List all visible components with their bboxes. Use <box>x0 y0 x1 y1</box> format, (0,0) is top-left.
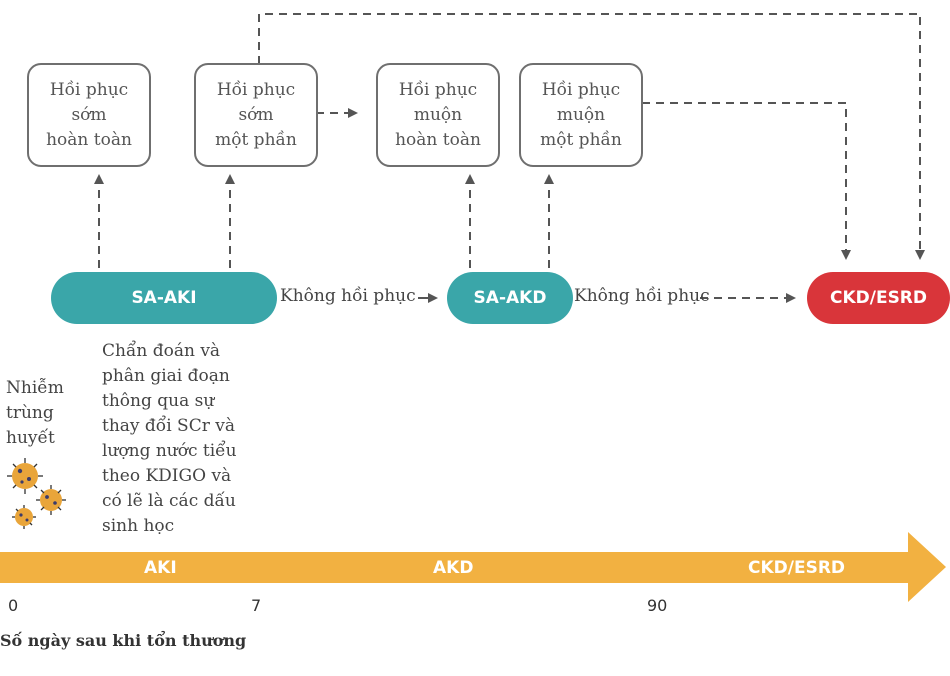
box-late-partial-recovery: Hồi phục muộn một phần <box>519 63 643 167</box>
arrow-late-partial-to-ckd <box>600 102 851 260</box>
box-line: một phần <box>215 129 297 150</box>
box-line: Hồi phục <box>541 79 621 100</box>
tick-label: 0 <box>8 596 19 615</box>
tick-label: 7 <box>251 596 262 615</box>
note-line: thay đổi SCr và <box>102 416 235 436</box>
box-line: Hồi phục <box>398 79 478 100</box>
box-line: sớm <box>238 104 274 125</box>
box-early-full-recovery: Hồi phục sớm hoàn toàn <box>27 63 151 167</box>
note-line: lượng nước tiểu <box>102 441 237 461</box>
note-line: Chẩn đoán và <box>102 341 221 361</box>
stage-label-akd: AKD <box>433 558 474 578</box>
sepsis-label: Nhiễm trùng huyết <box>6 376 64 451</box>
timeline-arrow <box>0 532 946 602</box>
note-line: theo KDIGO và <box>102 466 232 486</box>
node-sa-aki: SA-AKI <box>51 272 277 324</box>
sepsis-line: huyết <box>6 428 55 448</box>
box-late-full-recovery: Hồi phục muộn hoàn toàn <box>376 63 500 167</box>
note-line: thông qua sự <box>102 391 215 411</box>
note-line: phân giai đoạn <box>102 366 230 386</box>
arrow-early-partial-to-ckd <box>258 13 925 260</box>
box-line: hoàn toàn <box>46 129 132 150</box>
box-line: Hồi phục <box>216 79 296 100</box>
box-line: Hồi phục <box>49 79 129 100</box>
box-line: một phần <box>540 129 622 150</box>
box-line: sớm <box>71 104 107 125</box>
box-line: muộn <box>413 104 463 125</box>
box-early-partial-recovery: Hồi phục sớm một phần <box>194 63 318 167</box>
node-sa-akd: SA-AKD <box>447 272 573 324</box>
axis-title: Số ngày sau khi tổn thương <box>0 631 247 650</box>
sepsis-line: Nhiễm <box>6 378 64 398</box>
box-line: hoàn toàn <box>395 129 481 150</box>
sepsis-line: trùng <box>6 403 54 423</box>
stage-label-aki: AKI <box>144 558 177 578</box>
no-recovery-label: Không hồi phục <box>574 286 710 306</box>
bacteria-icon <box>7 458 66 529</box>
diagnosis-note: Chẩn đoán và phân giai đoạn thông qua sự… <box>102 339 237 539</box>
no-recovery-label: Không hồi phục <box>280 286 416 306</box>
note-line: có lẽ là các dấu <box>102 491 236 511</box>
box-line: muộn <box>556 104 606 125</box>
stage-label-ckd-esrd: CKD/ESRD <box>748 558 846 578</box>
tick-label: 90 <box>647 596 668 615</box>
node-ckd-esrd: CKD/ESRD <box>807 272 950 324</box>
note-line: sinh học <box>102 516 175 536</box>
